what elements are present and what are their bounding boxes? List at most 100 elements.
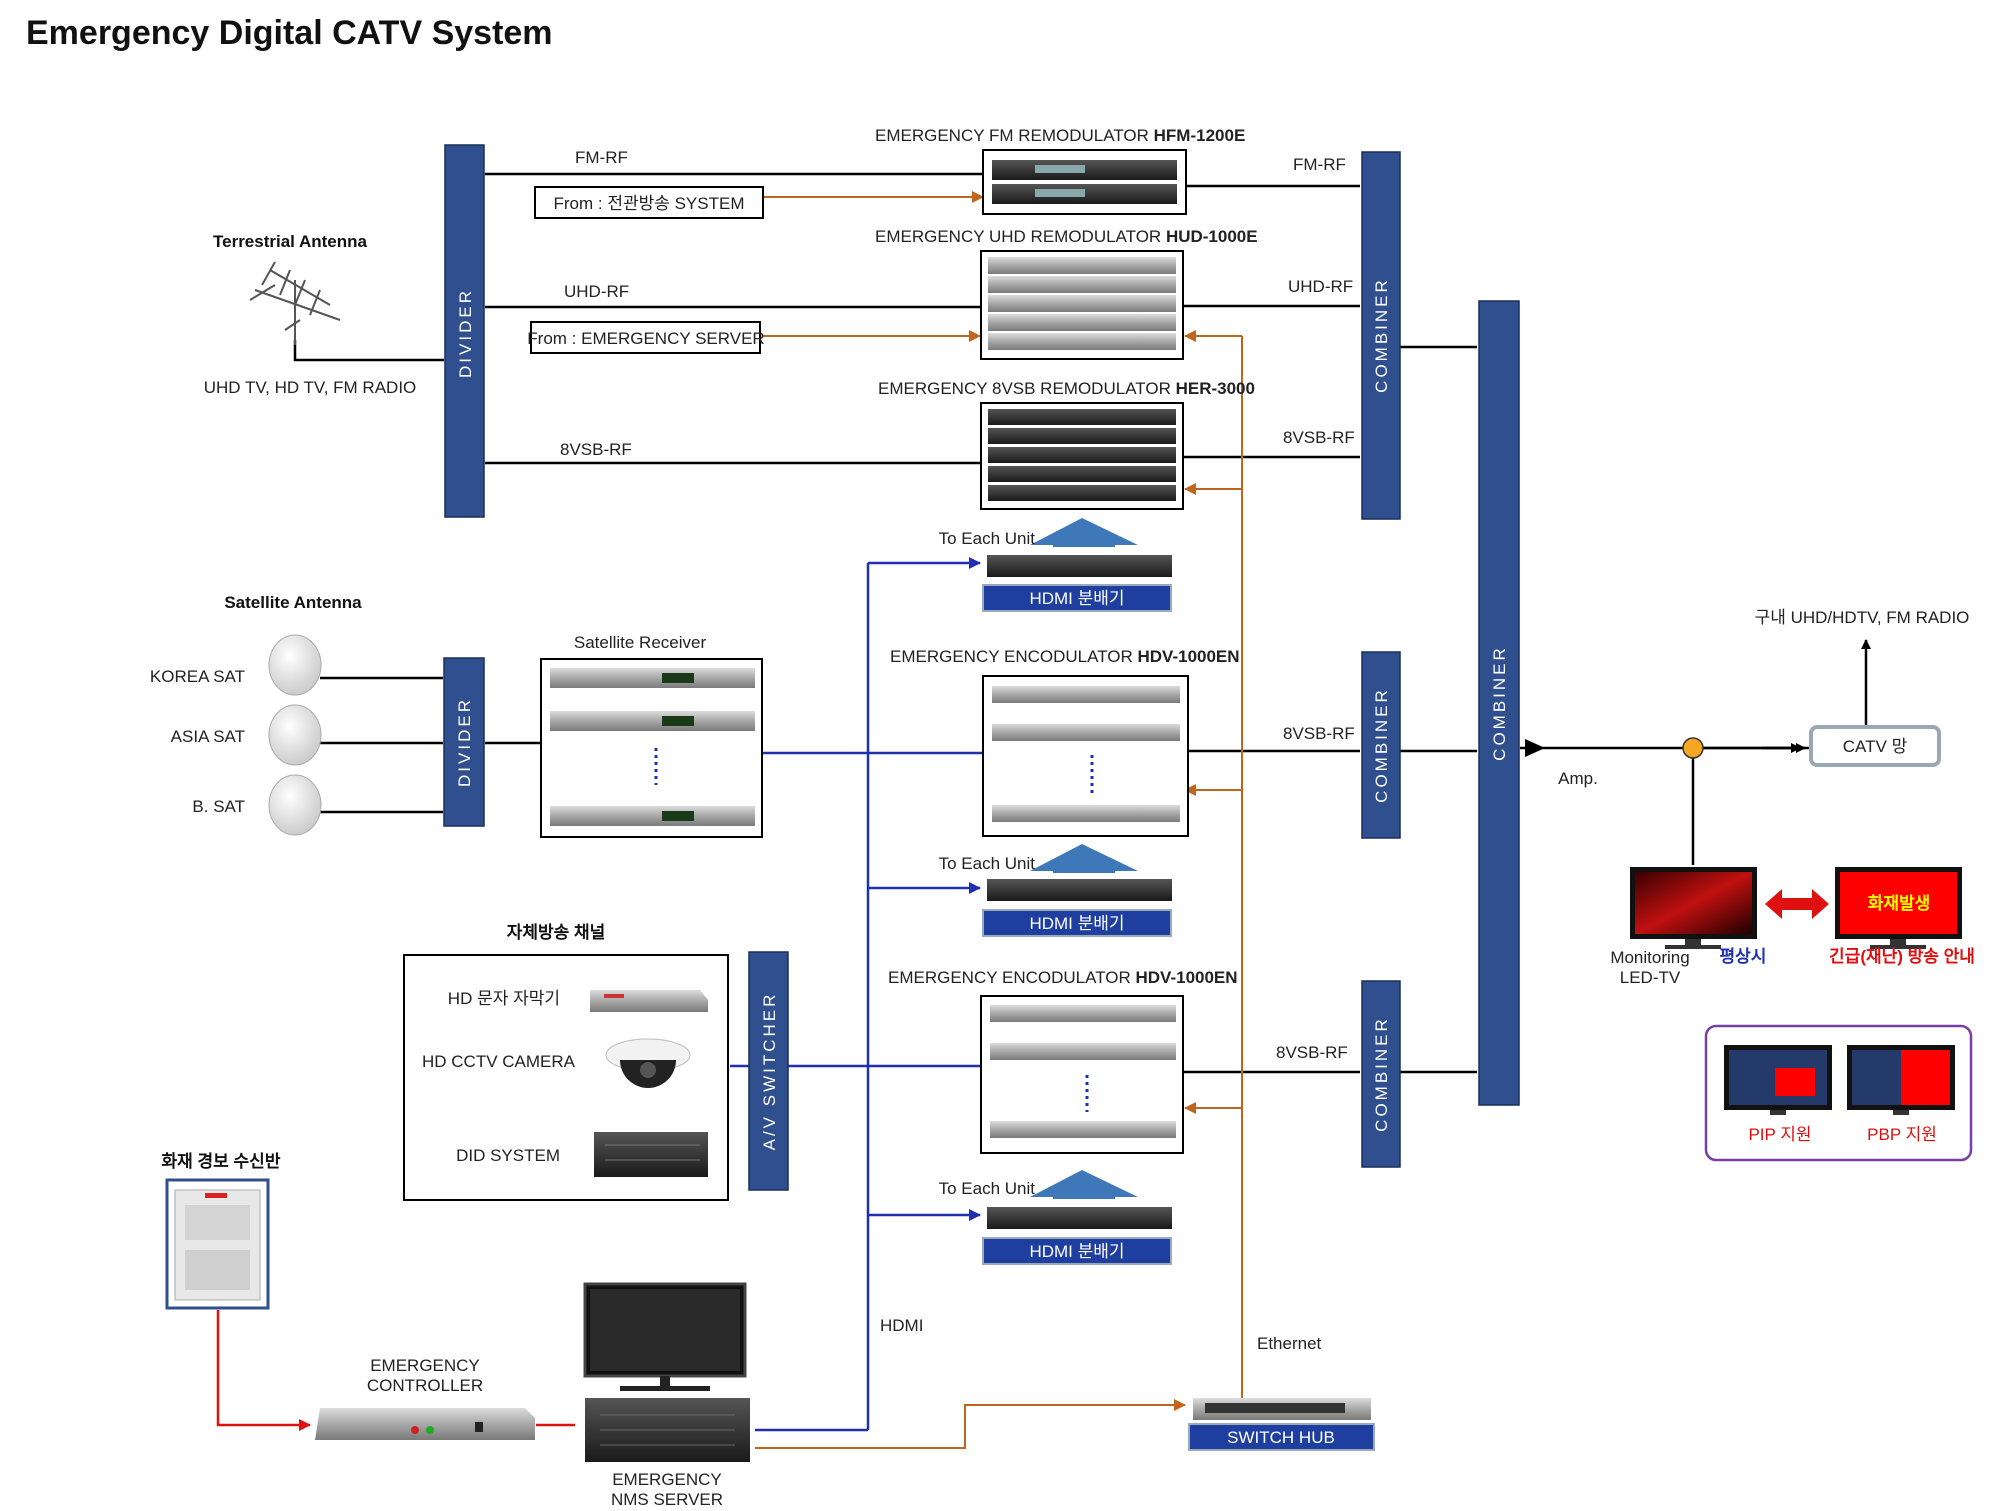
combiner-mid-label: COMBINER: [1372, 687, 1391, 803]
encoder2-title: EMERGENCY ENCODULATOR HDV-1000EN: [888, 968, 1238, 987]
self-channel-item-2: HD CCTV CAMERA: [422, 1052, 576, 1071]
antenna-to-divider: [293, 340, 444, 362]
catv-label: CATV 망: [1843, 737, 1908, 756]
up-arrow-icon: [1030, 518, 1138, 547]
vsb-in-label: 8VSB-RF: [560, 440, 632, 459]
combiner-upper: [1361, 151, 1401, 520]
hdmi-splitter-3-label: HDMI 분배기: [1029, 1242, 1124, 1261]
nms-line2: NMS SERVER: [611, 1490, 723, 1509]
amp-icon: [1525, 739, 1545, 757]
fm-from-label: From : 전관방송 SYSTEM: [553, 194, 744, 213]
normal-label: 평상시: [1720, 947, 1767, 966]
vsb-out-label: 8VSB-RF: [1283, 428, 1355, 447]
satellite-dish-icon: [268, 634, 322, 836]
encoder1-out-label: 8VSB-RF: [1283, 724, 1355, 743]
vsb-title: EMERGENCY 8VSB REMODULATOR HER-3000: [878, 379, 1255, 398]
hdmi-splitter-3: [982, 1237, 1172, 1265]
ethernet-lines: [755, 191, 1243, 1449]
fm-title: EMERGENCY FM REMODULATOR HFM-1200E: [875, 126, 1245, 145]
nms-line1: EMERGENCY: [612, 1470, 722, 1489]
encoder2-rack-units: [990, 1005, 1176, 1138]
to-each-unit-1: To Each Unit: [939, 529, 1036, 548]
ethernet-label: Ethernet: [1257, 1334, 1322, 1353]
satellite-divider: [443, 657, 485, 827]
monitoring-tv-icon: [1630, 867, 1757, 949]
av-switcher-label: A/V SWITCHER: [760, 992, 779, 1151]
up-arrow-icon: [1030, 1170, 1138, 1199]
combiner-bottom: [1361, 980, 1401, 1168]
double-arrow-icon: [1765, 889, 1829, 919]
alarm-lines: [216, 1310, 575, 1431]
asia-sat-label: ASIA SAT: [171, 727, 245, 746]
fm-out-label: FM-RF: [1293, 155, 1346, 174]
amp-label: Amp.: [1558, 769, 1598, 788]
uhd-from-box: [530, 321, 761, 354]
hdmi-splitter-2: [982, 909, 1172, 937]
satellite-heading: Satellite Antenna: [224, 593, 362, 612]
controller-line1: EMERGENCY: [370, 1356, 480, 1375]
combiner-mid: [1361, 651, 1401, 839]
self-channel-item-1: HD 문자 자막기: [448, 989, 560, 1008]
combiner-upper-label: COMBINER: [1372, 277, 1391, 393]
fm-rack-units: [992, 160, 1177, 204]
uhd-rack-units: [988, 257, 1176, 350]
fm-from-box: [534, 186, 764, 219]
hdmi-splitter-device-1: [987, 555, 1172, 577]
did-system-icon: [594, 1132, 708, 1177]
combiner-main-label: COMBINER: [1490, 645, 1509, 761]
encoder1-title: EMERGENCY ENCODULATOR HDV-1000EN: [890, 647, 1240, 666]
terrestrial-divider: [444, 144, 485, 518]
combiner-bottom-label: COMBINER: [1372, 1016, 1391, 1132]
hdmi-splitter-device-3: [987, 1207, 1172, 1229]
satellite-divider-label: DIVIDER: [455, 697, 474, 787]
self-channel-item-3: DID SYSTEM: [456, 1146, 560, 1165]
catv-network-box: [1809, 725, 1941, 767]
pip-label: PIP 지원: [1748, 1125, 1811, 1144]
fire-screen-tv-icon: [1835, 867, 1962, 949]
terrestrial-heading: Terrestrial Antenna: [213, 232, 368, 251]
page-title: Emergency Digital CATV System: [26, 14, 553, 52]
monitor-line2: LED-TV: [1620, 968, 1681, 987]
hdmi-splitter-1-label: HDMI 분배기: [1029, 589, 1124, 608]
pip-tv-icon: [1724, 1045, 1832, 1115]
b-sat-label: B. SAT: [192, 797, 245, 816]
fire-panel-heading: 화재 경보 수신반: [162, 1152, 281, 1171]
terrestrial-divider-label: DIVIDER: [456, 288, 475, 378]
fire-panel-icon: [174, 1189, 261, 1301]
fm-remodulator: [982, 149, 1187, 215]
encoder2-out-label: 8VSB-RF: [1276, 1043, 1348, 1062]
encoder1-rack-units: [992, 686, 1180, 822]
to-each-unit-2: To Each Unit: [939, 854, 1036, 873]
switch-hub-label: SWITCH HUB: [1227, 1428, 1335, 1447]
caption-generator-icon: [590, 990, 708, 1012]
monitor-line1: Monitoring: [1610, 948, 1689, 967]
hdmi-splitter-1: [982, 584, 1172, 612]
hdmi-label: HDMI: [880, 1316, 923, 1335]
self-channel-heading: 자체방송 채널: [507, 923, 606, 942]
hdmi-splitter-device-2: [987, 879, 1172, 901]
pbp-tv-icon: [1847, 1045, 1955, 1115]
uhd-title: EMERGENCY UHD REMODULATOR HUD-1000E: [875, 227, 1258, 246]
uhd-from-label: From : EMERGENCY SERVER: [527, 329, 764, 348]
receiver-rack-units: [550, 668, 755, 826]
emergency-controller: [315, 1408, 535, 1440]
terrestrial-caption: UHD TV, HD TV, FM RADIO: [204, 378, 417, 397]
up-arrow-icon: [1030, 844, 1138, 873]
fire-screen-label: 화재발생: [1868, 894, 1931, 913]
indoor-label: 구내 UHD/HDTV, FM RADIO: [1755, 608, 1970, 627]
uhd-in-label: UHD-RF: [564, 282, 629, 301]
uhd-out-label: UHD-RF: [1288, 277, 1353, 296]
combiner-main: [1478, 300, 1520, 1106]
korea-sat-label: KOREA SAT: [150, 667, 245, 686]
receiver-title: Satellite Receiver: [574, 633, 707, 652]
fm-in-label: FM-RF: [575, 148, 628, 167]
terrestrial-antenna-icon: [249, 261, 341, 345]
nms-server: [583, 1282, 750, 1462]
emergency-label: 긴급(재난) 방송 안내: [1829, 947, 1975, 966]
rf-lines: [293, 172, 1871, 1074]
hdmi-splitter-2-label: HDMI 분배기: [1029, 914, 1124, 933]
tap-point-icon: [1682, 737, 1704, 759]
switch-hub-device: [1193, 1398, 1371, 1420]
vsb-rack-units: [988, 409, 1176, 501]
controller-line2: CONTROLLER: [367, 1376, 483, 1395]
